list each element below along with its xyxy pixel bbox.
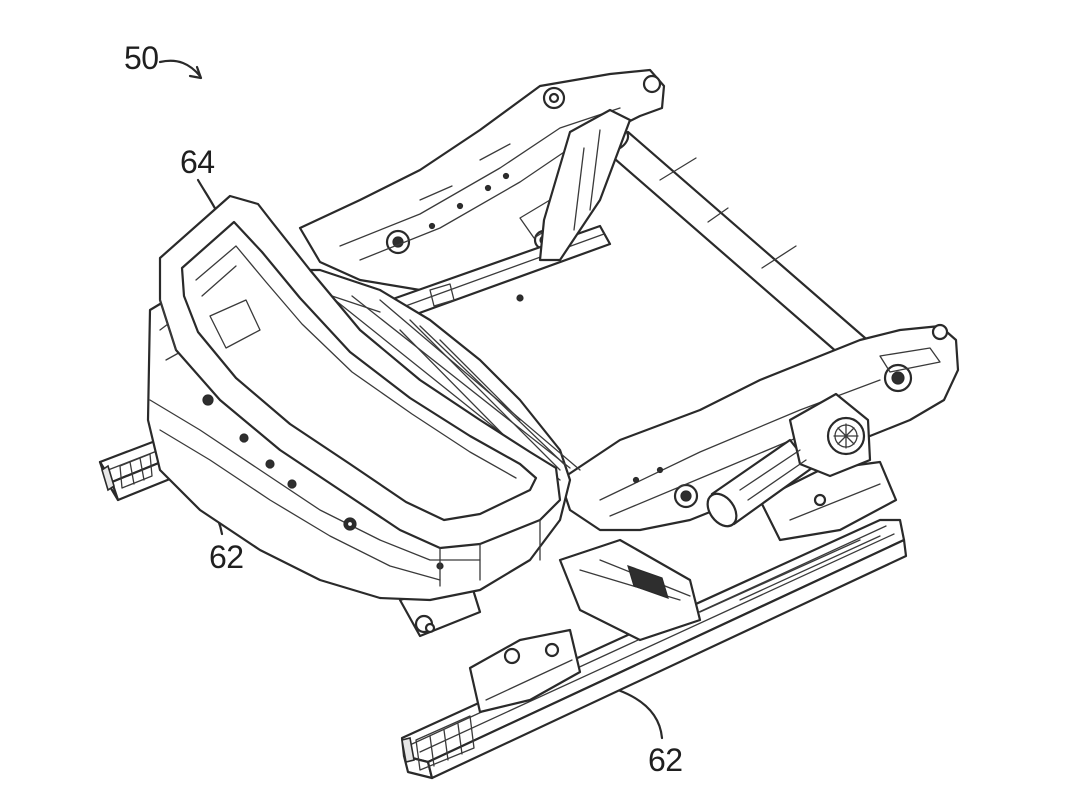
leader-line-62-right xyxy=(616,688,664,740)
recliner-bracket xyxy=(538,108,632,262)
reference-label-50: 50 xyxy=(124,40,159,76)
leader-arrow-50 xyxy=(158,59,203,80)
reference-label-64: 64 xyxy=(180,144,215,180)
reference-label-62-left: 62 xyxy=(209,539,244,575)
reference-label-62-right: 62 xyxy=(648,742,683,778)
rear-cross-tube xyxy=(598,127,874,362)
rail-mount-bracket xyxy=(468,460,898,714)
side-member-left xyxy=(298,68,666,292)
adjustment-motor xyxy=(706,392,872,528)
front-frame-64 xyxy=(158,194,562,587)
